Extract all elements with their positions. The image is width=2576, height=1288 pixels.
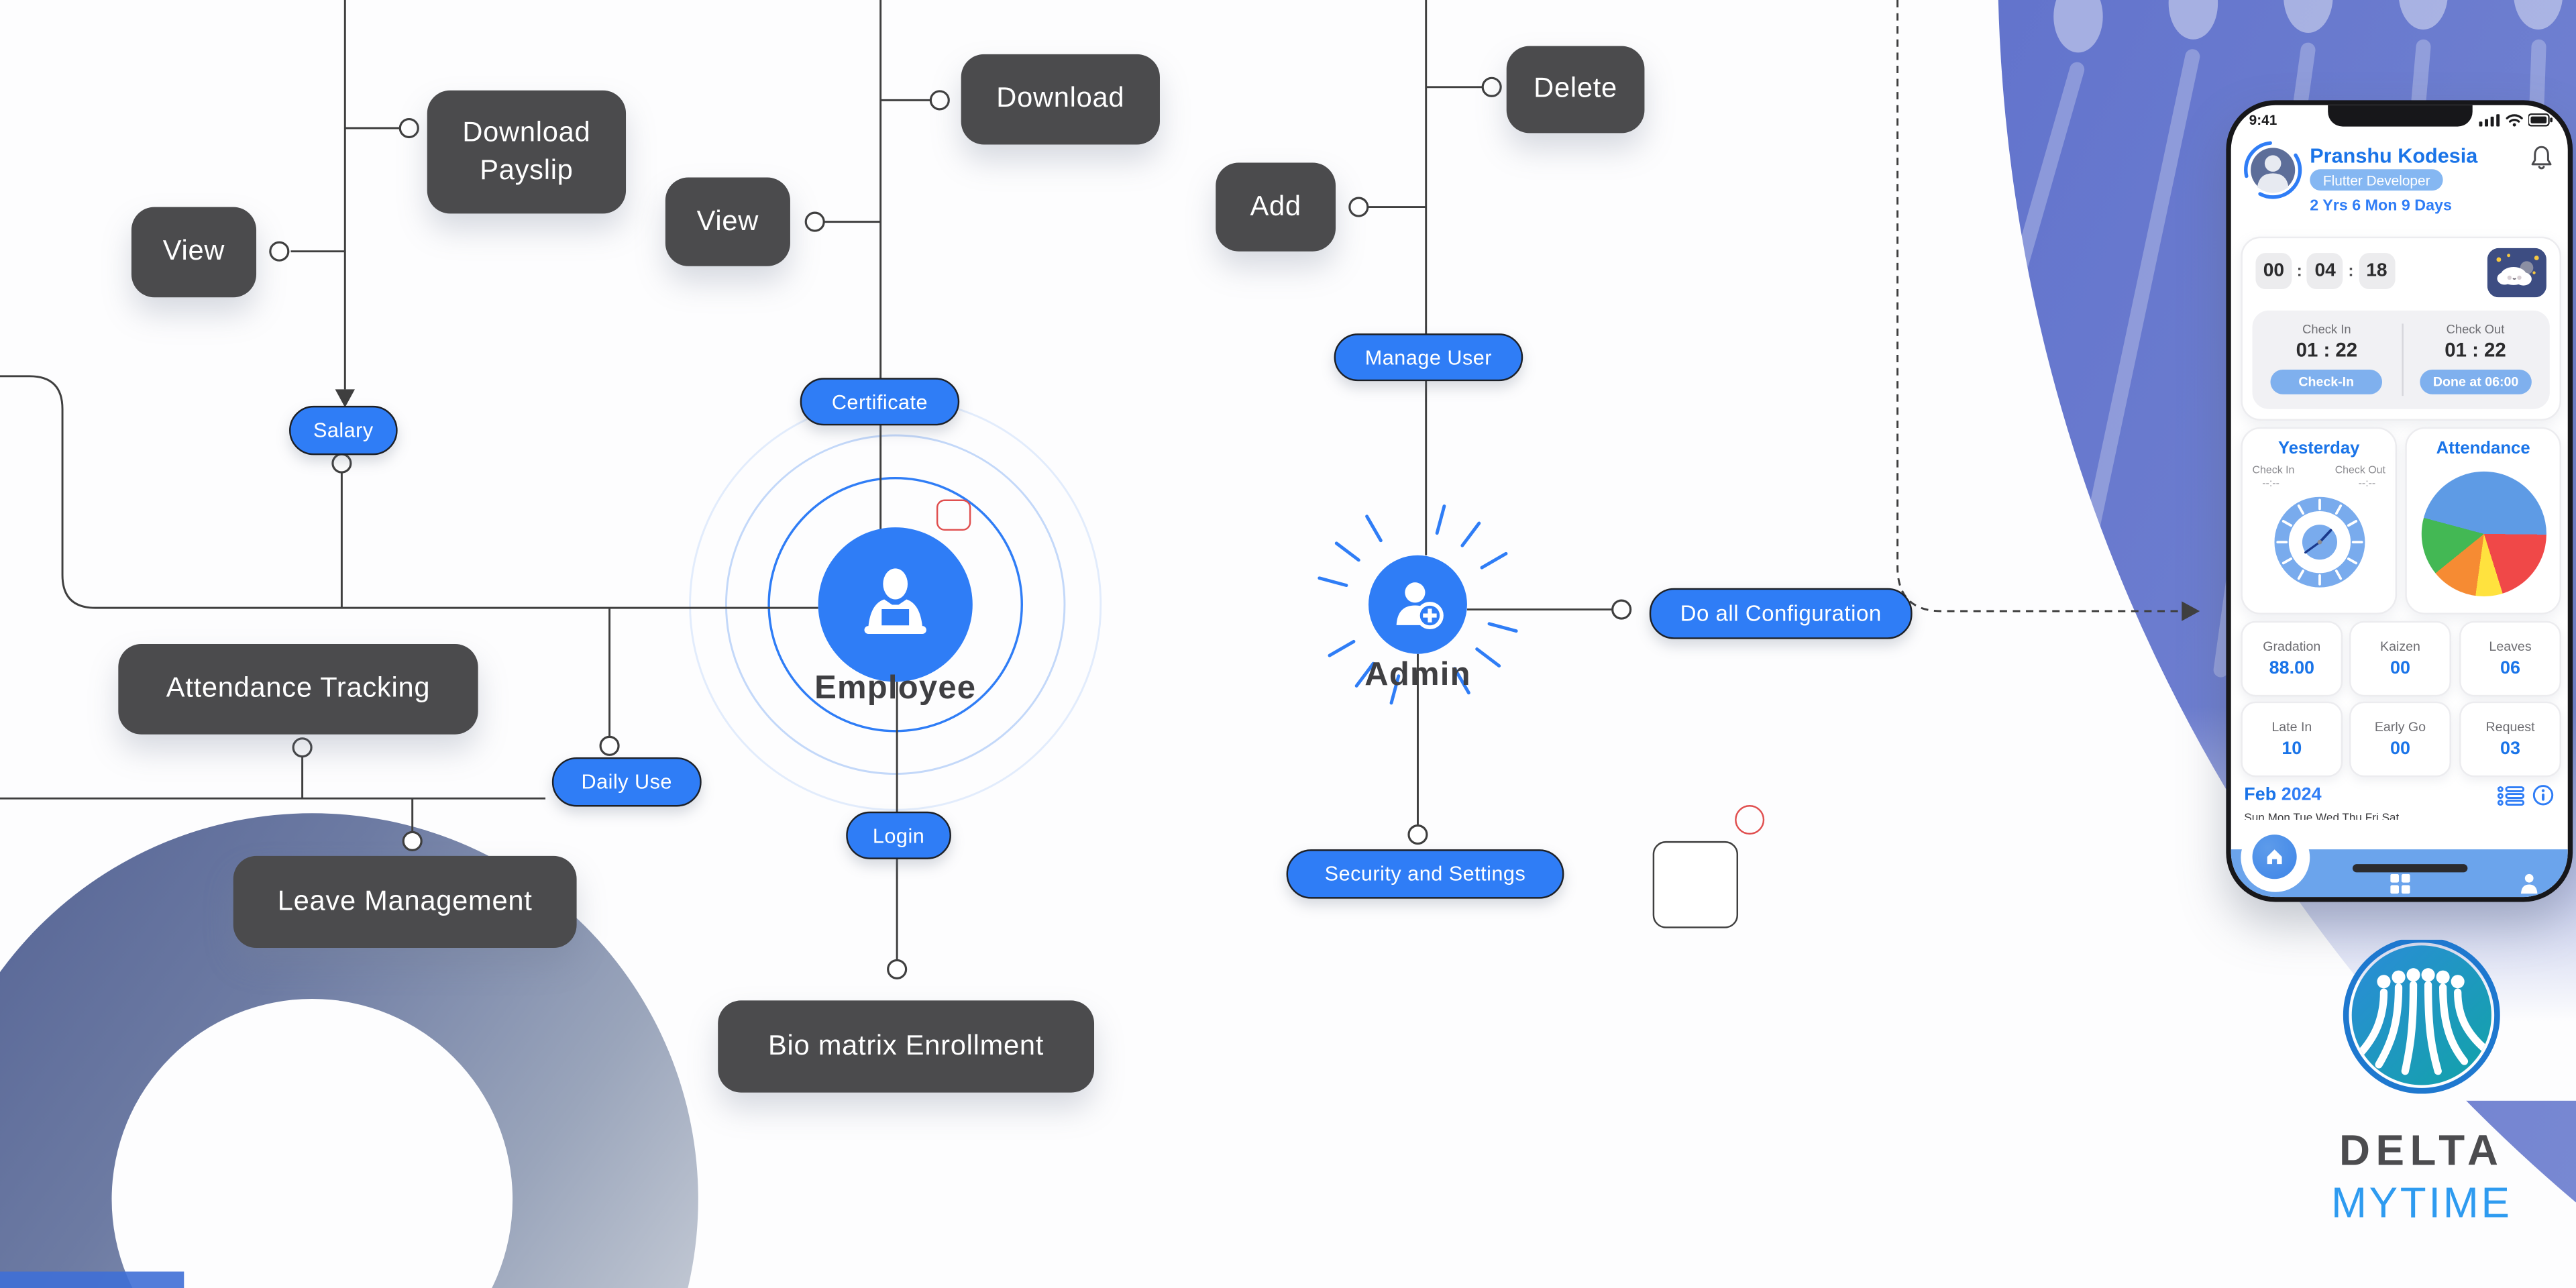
info-icon[interactable] [2532, 784, 2555, 806]
timer-minutes: 04 [2307, 253, 2344, 290]
empty-square-placeholder [1652, 841, 1739, 928]
divider [2401, 323, 2403, 396]
check-in-button[interactable]: Check-In [2270, 370, 2383, 394]
check-out-label: Check Out [2446, 322, 2505, 337]
nav-home-button[interactable] [2252, 835, 2297, 879]
check-in-time: 01 : 22 [2296, 338, 2358, 362]
timer-card: 00 : 04 : 18 [2241, 236, 2561, 421]
calendar-month[interactable]: Feb 2024 [2244, 785, 2322, 806]
phone-mockup: 9:41 [2226, 100, 2573, 902]
admin-sunburst [1318, 504, 1518, 705]
box-view-salary: View [131, 207, 257, 298]
weekday-header-clipped: Sun Mon Tue Wed Thu Fri Sat [2244, 813, 2400, 820]
box-download: Download [961, 54, 1160, 145]
y-check-in-label: Check In [2252, 465, 2295, 477]
notification-bell-icon[interactable] [2530, 145, 2553, 171]
red-circle-marker [1735, 805, 1765, 835]
logo-text-delta: DELTA [2339, 1125, 2504, 1175]
check-out-time: 01 : 22 [2445, 338, 2506, 362]
pill-login: Login [846, 811, 951, 859]
pill-salary: Salary [289, 405, 398, 455]
employee-label: Employee [814, 670, 977, 707]
pill-daily-use: Daily Use [551, 757, 702, 807]
attendance-card: Attendance [2405, 427, 2561, 614]
box-add: Add [1216, 162, 1336, 252]
attendance-title: Attendance [2436, 438, 2530, 459]
role-badge: Flutter Developer [2310, 169, 2444, 191]
logo-text-mytime: MYTIME [2330, 1177, 2512, 1228]
y-check-out-label: Check Out [2334, 465, 2385, 477]
home-indicator[interactable] [2352, 864, 2468, 873]
box-download-payslip: Download Payslip [427, 90, 627, 214]
delta-mytime-logo: DELTA MYTIME [2297, 936, 2546, 1229]
work-timer: 00 : 04 : 18 [2255, 253, 2395, 290]
tenure-text: 2 Yrs 6 Mon 9 Days [2310, 197, 2452, 215]
nav-grid-icon[interactable] [2390, 873, 2410, 894]
box-delete: Delete [1506, 46, 1645, 133]
nav-profile-icon[interactable] [2518, 872, 2540, 894]
profile-name: Pranshu Kodesia [2310, 144, 2478, 168]
pill-manage-user: Manage User [1334, 333, 1523, 382]
clock-graphic [2273, 496, 2365, 588]
box-view-certificate: View [665, 177, 790, 266]
admin-label: Admin [1364, 657, 1471, 694]
pill-security-and-settings: Security and Settings [1286, 849, 1564, 899]
attendance-pie [2420, 471, 2546, 596]
logo-mark [2343, 936, 2500, 1094]
background-bottom-strip [0, 1271, 184, 1288]
pill-certificate: Certificate [800, 378, 960, 426]
avatar [2244, 141, 2302, 199]
home-icon [2267, 849, 2282, 865]
phone-notch [2326, 105, 2472, 127]
box-attendance-tracking: Attendance Tracking [118, 644, 478, 735]
timer-hours: 00 [2255, 253, 2292, 290]
phone-screen: 9:41 [2231, 105, 2568, 898]
signal-icon [2479, 114, 2500, 127]
battery-icon [2528, 113, 2553, 127]
yesterday-card: Yesterday Check In Check Out --:-- --:-- [2241, 427, 2398, 614]
admin-add-user-icon [1396, 582, 1444, 629]
y-check-in-value: --:-- [2262, 478, 2279, 490]
check-in-out-box: Check In 01 : 22 Check-In Check Out 01 :… [2252, 310, 2550, 409]
timer-seconds: 18 [2358, 253, 2395, 290]
arrowhead-salary [335, 389, 355, 408]
wifi-icon [2506, 114, 2523, 127]
red-square-marker [936, 499, 971, 531]
yesterday-title: Yesterday [2277, 438, 2360, 459]
y-check-out-value: --:-- [2358, 478, 2376, 490]
check-in-label: Check In [2302, 322, 2351, 337]
box-leave-management: Leave Management [233, 855, 577, 949]
status-bar: 9:41 [2231, 112, 2568, 131]
employee-at-laptop-icon [864, 568, 926, 635]
check-out-done-button[interactable]: Done at 06:00 [2420, 370, 2532, 394]
admin-node [1368, 555, 1467, 654]
box-bio-matrix-enrollment: Bio matrix Enrollment [718, 1000, 1095, 1093]
arrowhead-config [2182, 601, 2200, 621]
status-time: 9:41 [2249, 111, 2277, 129]
employee-node [818, 527, 973, 682]
list-view-icon[interactable] [2497, 786, 2525, 807]
night-weather-icon [2487, 248, 2546, 298]
pill-do-all-configuration: Do all Configuration [1649, 588, 1913, 639]
